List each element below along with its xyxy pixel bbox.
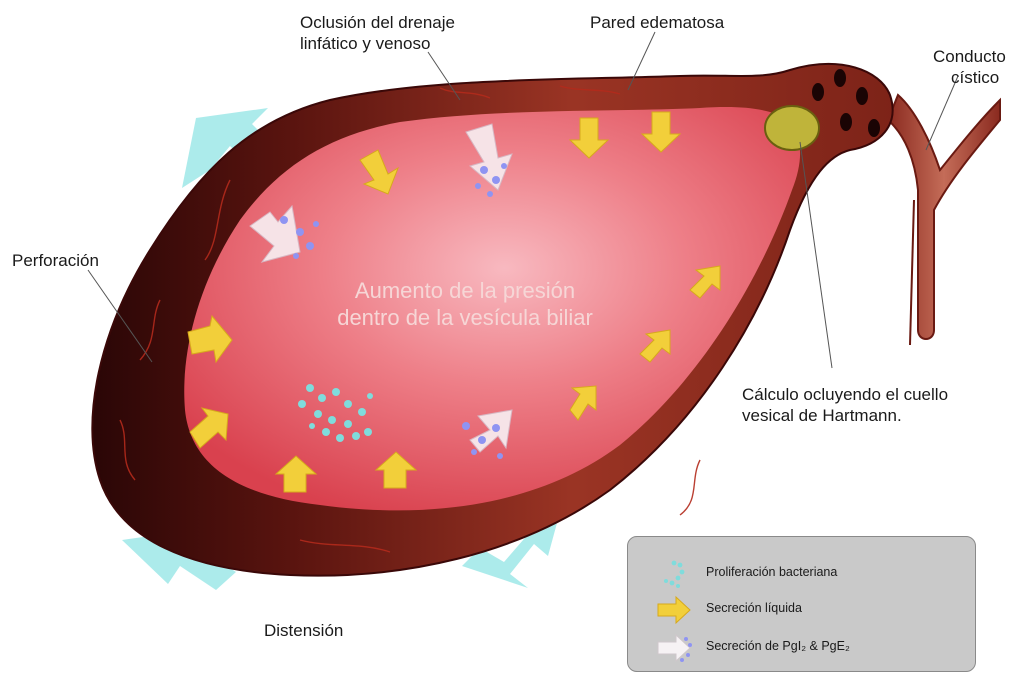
center-text-line1: Aumento de la presión: [354, 278, 576, 303]
gallbladder-lumen: [184, 107, 801, 511]
bacteria-cluster: [298, 384, 373, 442]
center-pressure-text: Aumento de la presión dentro de la vesíc…: [300, 277, 630, 331]
legend-row-fluid: Secreción líquida: [628, 595, 975, 625]
gallstone: [764, 105, 820, 151]
legend-row-pg: Secreción de PgI₂ & PgE₂: [628, 633, 975, 663]
distension-arrow-bottom-left: [122, 528, 236, 590]
pg-secretion-arrows: [249, 123, 513, 459]
bacteria-dots-icon: [664, 560, 685, 588]
legend-row-bacteria: Proliferación bacteriana: [628, 559, 975, 589]
distension-label: Distensión: [264, 621, 344, 640]
duct-label-line1: Conducto: [933, 47, 1006, 66]
white-arrow-icon: [657, 633, 692, 663]
wall-label: Pared edematosa: [590, 13, 725, 32]
duct-label-line2: cístico: [951, 68, 1000, 87]
legend-label-bacteria: Proliferación bacteriana: [706, 565, 838, 579]
neck-bands: [812, 69, 880, 137]
perforation-label: Perforación: [12, 251, 99, 270]
leader-lines: [87, 31, 959, 369]
fluid-arrow-8: [569, 385, 597, 421]
fluid-arrow-3: [640, 111, 682, 153]
cystic-duct: [886, 93, 1001, 346]
fluid-arrow-9: [639, 329, 671, 363]
legend-label-pg: Secreción de PgI₂ & PgE₂: [706, 639, 850, 653]
stone-label-line2: vesical de Hartmann.: [742, 406, 902, 425]
legend-box: Proliferación bacteriana Secreción líqui…: [627, 536, 976, 672]
legend-label-fluid: Secreción líquida: [706, 601, 802, 615]
fluid-arrow-2: [568, 117, 610, 159]
stone-label-line1: Cálculo ocluyendo el cuello: [742, 385, 949, 404]
fluid-arrow-10: [689, 265, 721, 299]
yellow-arrow-icon: [657, 595, 691, 625]
center-text-line2: dentro de la vesícula biliar: [337, 305, 593, 330]
fluid-arrow-6: [274, 455, 318, 493]
fluid-arrow-5: [189, 407, 229, 449]
pg-arrow-1: [465, 123, 513, 191]
fluid-arrow-1: [359, 149, 399, 195]
fluid-arrow-4: [187, 314, 233, 364]
occlusion-label-line2: linfático y venoso: [300, 34, 431, 53]
fluid-arrow-7: [374, 451, 418, 489]
fluid-secretion-arrows: [187, 111, 721, 493]
occlusion-label-line1: Oclusión del drenaje: [300, 13, 455, 32]
wall-vessels: [119, 85, 701, 553]
